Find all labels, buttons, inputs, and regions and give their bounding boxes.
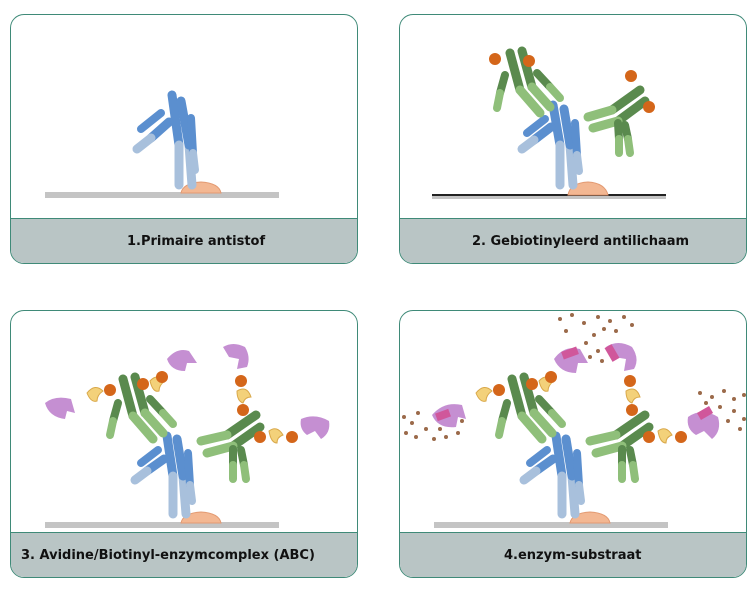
substrate-site	[561, 346, 579, 360]
tissue-surface	[45, 522, 279, 528]
primary-antibody-illustration	[45, 90, 279, 198]
avidin	[625, 388, 641, 404]
tissue-surface	[434, 522, 668, 528]
secondary-antibody-left	[493, 46, 564, 118]
panel-biotinylated-antibody: 2. Gebiotinyleerd antilichaam	[399, 14, 747, 264]
biotin	[624, 375, 636, 387]
biotin	[137, 378, 149, 390]
substrate-site	[604, 344, 620, 362]
primary-antibody	[130, 431, 196, 519]
primary-antibody	[517, 100, 583, 190]
biotin	[254, 431, 266, 443]
caption-panel-4: 4.enzym-substraat	[400, 532, 746, 577]
panel-enzyme-substrate: 4.enzym-substraat	[399, 310, 747, 578]
biotin	[625, 70, 637, 82]
secondary-antibody-left	[495, 372, 566, 444]
enzyme	[45, 397, 75, 419]
caption-panel-3: 3. Avidine/Biotinyl-enzymcomplex (ABC)	[11, 532, 357, 577]
biotin	[235, 375, 247, 387]
biotin	[545, 371, 557, 383]
substrate-site	[696, 406, 714, 420]
tissue-surface	[45, 192, 279, 198]
caption-panel-1: 1.Primaire antistof	[11, 218, 357, 263]
biotin	[493, 384, 505, 396]
enzyme-substrate-illustration	[402, 313, 746, 528]
biotinylated-antibody-illustration	[432, 46, 666, 199]
primary-antibody	[519, 431, 585, 519]
avidin	[475, 387, 493, 402]
antigen	[180, 181, 222, 194]
biotin	[643, 431, 655, 443]
avidin	[86, 387, 104, 402]
avidin	[236, 388, 252, 404]
biotin	[643, 101, 655, 113]
enzyme	[300, 416, 330, 439]
primary-antibody	[132, 90, 199, 190]
reaction-product-dots	[402, 313, 746, 441]
biotin	[675, 431, 687, 443]
biotin	[626, 404, 638, 416]
biotin	[526, 378, 538, 390]
panel-primary-antibody: 1.Primaire antistof	[10, 14, 358, 264]
secondary-antibody-right	[196, 410, 265, 483]
secondary-antibody-right	[585, 410, 654, 483]
avidin	[657, 428, 673, 444]
secondary-antibody-right	[583, 85, 650, 157]
substrate-site	[435, 408, 451, 422]
enzyme	[167, 350, 197, 371]
caption-panel-2: 2. Gebiotinyleerd antilichaam	[400, 218, 746, 263]
abc-complex-illustration	[45, 344, 330, 528]
biotin	[237, 404, 249, 416]
enzyme	[687, 412, 720, 439]
biotin	[523, 55, 535, 67]
panel-abc-complex: 3. Avidine/Biotinyl-enzymcomplex (ABC)	[10, 310, 358, 578]
biotin	[286, 431, 298, 443]
biotin	[489, 53, 501, 65]
avidin	[268, 428, 284, 444]
secondary-antibody-left	[106, 372, 177, 444]
biotin	[104, 384, 116, 396]
enzyme	[223, 344, 249, 369]
biotin	[156, 371, 168, 383]
